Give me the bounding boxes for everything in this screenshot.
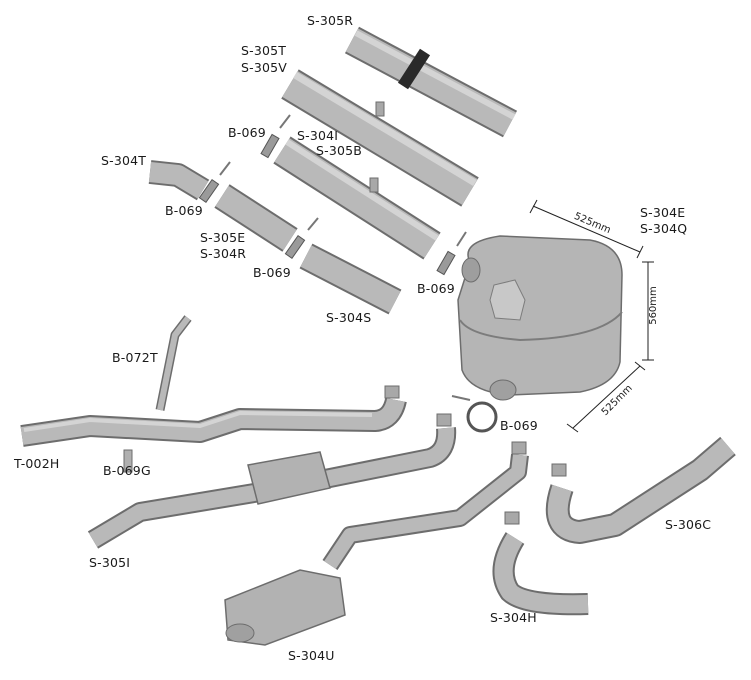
label-s305b: S-305B	[316, 143, 363, 158]
tube-s305t	[281, 69, 479, 207]
label-s304u: S-304U	[288, 648, 335, 663]
tube-s305b	[273, 136, 441, 260]
tube-s304s	[299, 243, 402, 315]
pipe-s306c	[545, 436, 736, 544]
label-t002h: T-002H	[14, 456, 60, 471]
dimension-lines	[529, 199, 654, 433]
label-b069: B-069	[165, 203, 203, 218]
label-s304t: S-304T	[101, 153, 147, 168]
label-s304r: S-304R	[200, 246, 247, 261]
muffler-box-s304e	[457, 235, 623, 401]
label-b069: B-069	[500, 418, 538, 433]
label-s306c: S-306C	[665, 517, 712, 532]
label-s304h: S-304H	[490, 610, 537, 625]
hanger-b069g	[123, 449, 133, 473]
label-s304q: S-304Q	[640, 221, 688, 236]
label-b072t: B-072T	[112, 350, 158, 365]
elbow-s304t	[148, 160, 210, 201]
clamps-b069	[198, 114, 467, 276]
clamp-ring-b069	[451, 395, 498, 433]
dimension-height: 560mm	[647, 286, 659, 325]
label-s305i: S-305I	[89, 555, 131, 570]
label-b069: B-069	[417, 281, 455, 296]
label-b069: B-069	[228, 125, 266, 140]
label-b069: B-069	[253, 265, 291, 280]
bracket-b072t	[155, 315, 192, 411]
label-s304e: S-304E	[640, 205, 686, 220]
tube-s305e	[214, 184, 298, 252]
pipe-s304u	[224, 441, 529, 646]
label-s305t: S-305T	[241, 43, 287, 58]
pipe-s305i	[87, 413, 457, 549]
label-s305v: S-305V	[241, 60, 288, 75]
tube-s305r	[344, 26, 518, 138]
pipe-s304h	[492, 511, 589, 616]
label-s304i: S-304I	[297, 128, 339, 143]
pipe-t002h	[20, 385, 407, 447]
strap-icon	[397, 48, 431, 90]
label-b069g: B-069G	[103, 463, 151, 478]
label-s305r: S-305R	[307, 13, 354, 28]
label-s304s: S-304S	[326, 310, 372, 325]
label-s305e: S-305E	[200, 230, 246, 245]
